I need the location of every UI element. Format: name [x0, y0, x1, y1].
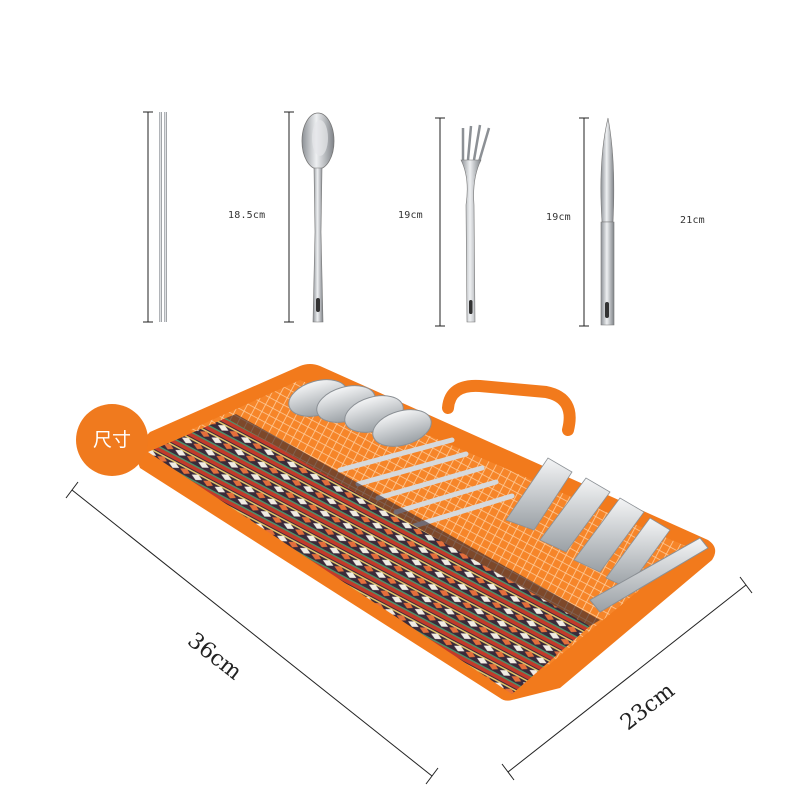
size-badge: 尺寸	[76, 404, 148, 476]
pouch-chopsticks	[337, 437, 515, 529]
chopsticks-dimension-bracket	[143, 111, 153, 323]
chopsticks	[159, 112, 167, 322]
pouch-knife	[589, 537, 709, 613]
spoon-dimension-bracket	[284, 111, 294, 323]
spoon-length-label: 19cm	[398, 210, 423, 221]
knife-dimension-bracket	[579, 117, 589, 327]
fork	[460, 124, 491, 323]
knife	[600, 117, 615, 326]
pouch-spoons	[288, 379, 432, 447]
pouch-width-dimension-line	[501, 576, 753, 781]
chopsticks-length-label: 18.5cm	[228, 210, 266, 221]
knife-length-label: 21cm	[680, 215, 705, 226]
pouch-length-dimension-line	[65, 481, 439, 785]
fork-dimension-bracket	[435, 117, 445, 327]
cutlery-pouch	[137, 364, 716, 701]
woven-band	[148, 418, 590, 694]
pouch-forks	[505, 457, 671, 589]
fork-length-label: 19cm	[546, 212, 571, 223]
spoon	[301, 112, 335, 323]
